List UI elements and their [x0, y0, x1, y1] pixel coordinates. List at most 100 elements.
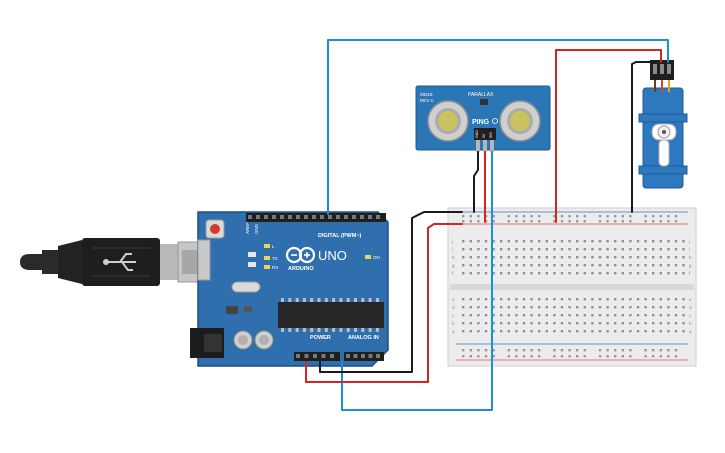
breadboard-hole[interactable]: [667, 322, 670, 325]
breadboard-hole[interactable]: [682, 306, 685, 309]
breadboard-hole[interactable]: [469, 306, 472, 309]
breadboard-hole[interactable]: [484, 349, 488, 352]
header-pin[interactable]: [248, 215, 252, 219]
breadboard-hole[interactable]: [560, 248, 564, 251]
breadboard-hole[interactable]: [500, 240, 503, 243]
breadboard-hole[interactable]: [538, 355, 541, 358]
breadboard-hole[interactable]: [515, 314, 518, 317]
breadboard-hole[interactable]: [667, 220, 670, 223]
breadboard-hole[interactable]: [644, 256, 647, 259]
breadboard-hole[interactable]: [583, 322, 586, 325]
breadboard-hole[interactable]: [507, 256, 510, 259]
breadboard-hole[interactable]: [659, 264, 662, 267]
breadboard-hole[interactable]: [530, 349, 533, 352]
breadboard-hole[interactable]: [462, 215, 465, 218]
breadboard-hole[interactable]: [576, 248, 579, 251]
breadboard-hole[interactable]: [583, 215, 586, 218]
breadboard-hole[interactable]: [614, 298, 617, 301]
breadboard-hole[interactable]: [652, 330, 655, 333]
breadboard-hole[interactable]: [530, 264, 533, 267]
breadboard-hole[interactable]: [507, 240, 510, 243]
breadboard-hole[interactable]: [667, 314, 670, 317]
breadboard-hole[interactable]: [515, 298, 518, 301]
breadboard-hole[interactable]: [583, 298, 586, 301]
breadboard-hole[interactable]: [515, 322, 518, 325]
breadboard-hole[interactable]: [667, 215, 670, 218]
breadboard-hole[interactable]: [674, 248, 678, 251]
breadboard-hole[interactable]: [492, 314, 495, 317]
breadboard-hole[interactable]: [621, 240, 624, 243]
breadboard-hole[interactable]: [682, 240, 685, 243]
breadboard-hole[interactable]: [576, 330, 579, 333]
breadboard-hole[interactable]: [477, 215, 480, 218]
breadboard-hole[interactable]: [591, 298, 594, 301]
breadboard-hole[interactable]: [462, 220, 465, 223]
breadboard-hole[interactable]: [636, 314, 640, 317]
breadboard-hole[interactable]: [462, 330, 465, 333]
wire-red-servo-power[interactable]: [555, 49, 662, 223]
breadboard-hole[interactable]: [591, 306, 594, 309]
breadboard-hole[interactable]: [576, 240, 579, 243]
breadboard-hole[interactable]: [598, 306, 602, 309]
breadboard-hole[interactable]: [477, 256, 480, 259]
breadboard-hole[interactable]: [545, 306, 548, 309]
breadboard-hole[interactable]: [507, 322, 510, 325]
header-pin[interactable]: [376, 215, 380, 219]
breadboard-hole[interactable]: [515, 240, 518, 243]
header-pin[interactable]: [320, 215, 324, 219]
breadboard-hole[interactable]: [583, 355, 586, 358]
breadboard-hole[interactable]: [538, 264, 541, 267]
breadboard-hole[interactable]: [515, 330, 518, 333]
breadboard-hole[interactable]: [522, 298, 526, 301]
breadboard-hole[interactable]: [507, 314, 510, 317]
breadboard-hole[interactable]: [477, 349, 480, 352]
breadboard-hole[interactable]: [492, 298, 495, 301]
breadboard-hole[interactable]: [629, 220, 632, 223]
breadboard-hole[interactable]: [674, 322, 678, 325]
breadboard-hole[interactable]: [674, 256, 678, 259]
breadboard-hole[interactable]: [545, 264, 548, 267]
breadboard-hole[interactable]: [591, 322, 594, 325]
breadboard-hole[interactable]: [614, 314, 617, 317]
breadboard-hole[interactable]: [636, 272, 640, 275]
breadboard-hole[interactable]: [522, 349, 526, 352]
breadboard-hole[interactable]: [652, 264, 655, 267]
breadboard-hole[interactable]: [462, 306, 465, 309]
breadboard-hole[interactable]: [515, 220, 518, 223]
breadboard-hole[interactable]: [477, 240, 480, 243]
breadboard-hole[interactable]: [621, 322, 624, 325]
breadboard-hole[interactable]: [576, 220, 579, 223]
breadboard-hole[interactable]: [553, 355, 556, 358]
breadboard-hole[interactable]: [636, 240, 640, 243]
breadboard-hole[interactable]: [674, 264, 678, 267]
breadboard-hole[interactable]: [576, 256, 579, 259]
header-pin[interactable]: [321, 354, 326, 358]
breadboard-hole[interactable]: [560, 215, 564, 218]
breadboard-hole[interactable]: [629, 240, 632, 243]
breadboard-hole[interactable]: [462, 256, 465, 259]
breadboard-hole[interactable]: [598, 215, 602, 218]
breadboard-hole[interactable]: [674, 240, 678, 243]
breadboard-hole[interactable]: [621, 248, 624, 251]
breadboard-hole[interactable]: [477, 322, 480, 325]
breadboard-hole[interactable]: [621, 220, 624, 223]
header-pin[interactable]: [304, 354, 309, 358]
breadboard-hole[interactable]: [583, 314, 586, 317]
breadboard-hole[interactable]: [553, 264, 556, 267]
breadboard-hole[interactable]: [553, 306, 556, 309]
breadboard-hole[interactable]: [629, 355, 632, 358]
breadboard-hole[interactable]: [606, 248, 609, 251]
header-pin[interactable]: [336, 215, 340, 219]
breadboard-hole[interactable]: [515, 272, 518, 275]
breadboard-hole[interactable]: [659, 314, 662, 317]
breadboard-hole[interactable]: [598, 272, 602, 275]
breadboard-hole[interactable]: [507, 306, 510, 309]
header-pin[interactable]: [296, 215, 300, 219]
breadboard-hole[interactable]: [568, 220, 571, 223]
breadboard-hole[interactable]: [462, 272, 465, 275]
breadboard-hole[interactable]: [507, 355, 510, 358]
wire-cyan-servo-signal[interactable]: [327, 39, 669, 215]
breadboard-hole[interactable]: [507, 349, 510, 352]
header-pin[interactable]: [280, 215, 284, 219]
breadboard-hole[interactable]: [606, 322, 609, 325]
